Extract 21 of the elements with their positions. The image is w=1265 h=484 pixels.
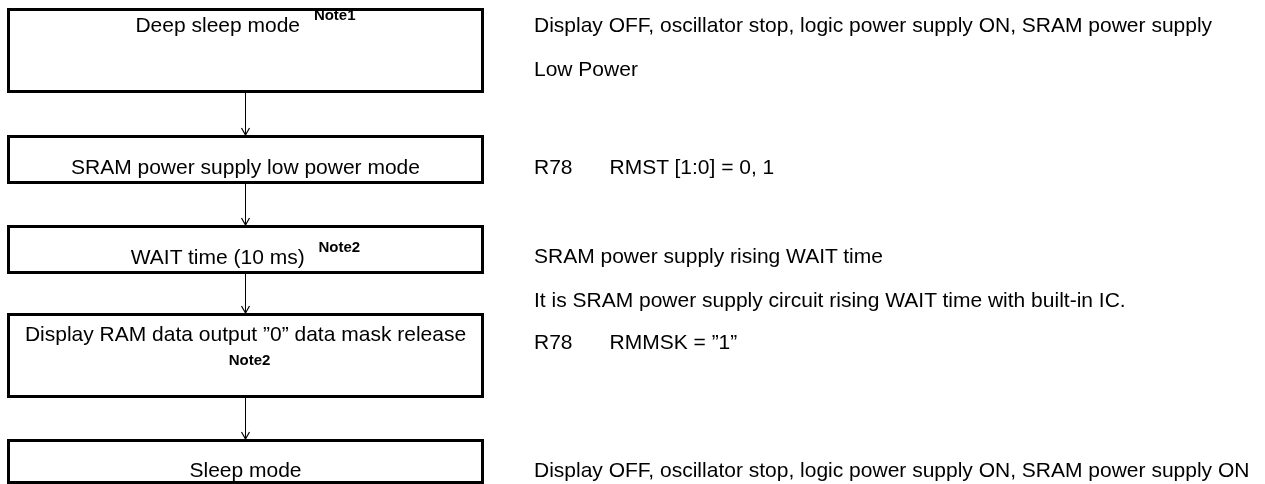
arrow	[240, 183, 251, 226]
step-text: SRAM power supply low power mode	[71, 154, 420, 180]
process-box	[7, 8, 484, 93]
register-note: RMST [1:0] = 0, 1	[609, 154, 775, 180]
register-note: RMMSK = ”1”	[609, 329, 738, 355]
step-note: It is SRAM power supply circuit rising WAIT time with built-in IC.	[534, 287, 1126, 313]
step-text: WAIT time (10 ms) $^{Note2}$	[130, 243, 361, 270]
arrow	[240, 92, 251, 136]
register-note: R78	[534, 329, 573, 355]
process-box	[7, 439, 484, 484]
arrow	[240, 397, 251, 440]
step-text: Deep sleep mode $^{Note1}$	[135, 11, 356, 38]
process-box	[7, 313, 484, 398]
process-box	[7, 135, 484, 184]
register-note: R78	[534, 154, 573, 180]
step-note: Display OFF, oscillator stop, logic power supply ON, SRAM power supply Low Power	[534, 12, 1214, 82]
step-note: Display OFF, oscillator stop, logic power supply ON, SRAM power supply ON	[534, 457, 1250, 483]
step-text: Sleep mode	[189, 457, 302, 483]
arrow	[240, 273, 251, 314]
step-note: SRAM power supply rising WAIT time	[534, 243, 883, 269]
process-box	[7, 225, 484, 274]
